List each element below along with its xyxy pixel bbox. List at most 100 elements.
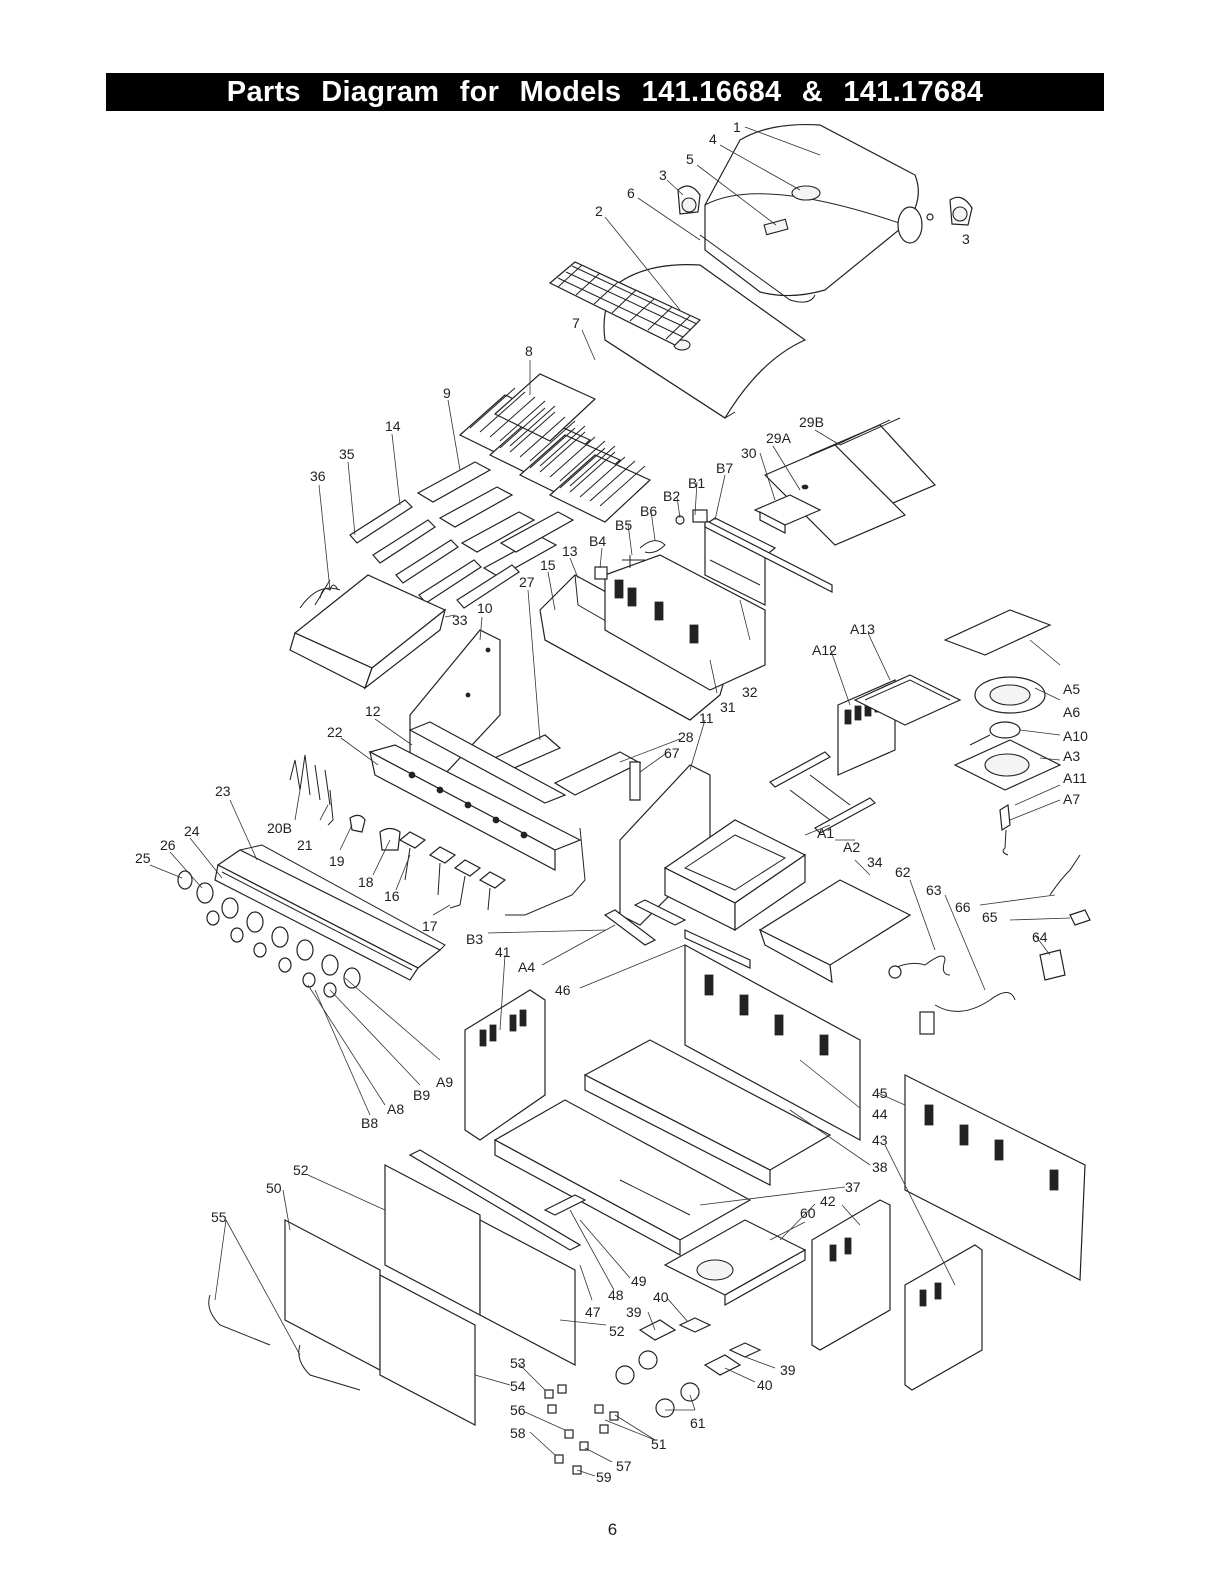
tube-burners <box>349 499 520 609</box>
bottom-panel-37 <box>493 1099 752 1257</box>
callout: 49 <box>631 1273 647 1289</box>
back-panel-45 <box>904 1074 1086 1281</box>
callout: 8 <box>525 343 533 359</box>
gas-valve-64 <box>1039 949 1066 981</box>
rear-panel <box>604 554 766 691</box>
crossover-tube <box>505 827 586 916</box>
callout: 7 <box>572 315 580 331</box>
callout: 21 <box>297 837 313 853</box>
callout: 16 <box>384 888 400 904</box>
callout: 40 <box>653 1289 669 1305</box>
callout: 60 <box>800 1205 816 1221</box>
callout: B4 <box>589 533 606 549</box>
callout: 35 <box>339 446 355 462</box>
callout: B7 <box>716 460 733 476</box>
door-52-right <box>479 1219 576 1366</box>
callout: 55 <box>211 1209 227 1225</box>
callout: 23 <box>215 783 231 799</box>
heat-baffle-28 <box>553 751 642 796</box>
callout: B3 <box>466 931 483 947</box>
callout: 46 <box>555 982 571 998</box>
callout: 1 <box>733 119 741 135</box>
callout: 65 <box>982 909 998 925</box>
gas-hose-63 <box>919 992 1016 1035</box>
callout: 22 <box>327 724 343 740</box>
callout: 67 <box>664 745 680 761</box>
callout: 57 <box>616 1458 632 1474</box>
callout: 6 <box>627 185 635 201</box>
callout-labels: 1 2 3 3 4 5 6 7 8 9 10 11 12 13 14 15 16… <box>135 119 1088 1485</box>
grease-cup-30 <box>753 494 822 534</box>
callout: 64 <box>1032 929 1048 945</box>
cooking-grates <box>458 373 652 523</box>
callout: 33 <box>452 612 468 628</box>
manifold-valves <box>398 831 507 911</box>
callout: 50 <box>266 1180 282 1196</box>
callout: 12 <box>365 703 381 719</box>
callout: 63 <box>926 882 942 898</box>
callout: 28 <box>678 729 694 745</box>
callout: 24 <box>184 823 200 839</box>
side-frame-42 <box>811 1199 891 1351</box>
callout: A7 <box>1063 791 1080 807</box>
callout: 39 <box>780 1362 796 1378</box>
callout: 27 <box>519 574 535 590</box>
rail-A4 <box>603 909 657 946</box>
callout: A10 <box>1063 728 1088 744</box>
callout: 47 <box>585 1304 601 1320</box>
callout: 61 <box>690 1415 706 1431</box>
manifold-pipe <box>408 721 567 804</box>
callout: 53 <box>510 1355 526 1371</box>
callout: A11 <box>1063 770 1087 786</box>
regulator-hose-62 <box>888 955 951 979</box>
callout: 11 <box>699 710 714 726</box>
side-burner-tray <box>953 739 1062 791</box>
rear-burner-rod <box>704 519 833 593</box>
callout: 4 <box>709 131 717 147</box>
lid-outer <box>699 124 923 303</box>
callout: A1 <box>817 825 834 841</box>
callout: A12 <box>812 642 837 658</box>
callout: 56 <box>510 1402 526 1418</box>
knob-handle-end-right <box>926 196 973 226</box>
side-burner-housing <box>289 574 447 690</box>
callout: 17 <box>422 918 438 934</box>
callout: 26 <box>160 837 176 853</box>
callout: 45 <box>872 1085 888 1101</box>
callout: 25 <box>135 850 151 866</box>
callout: 58 <box>510 1425 526 1441</box>
knob-handle-end-left <box>677 185 701 215</box>
side-burner-small-parts <box>999 803 1011 856</box>
side-shelf-tray <box>853 674 962 726</box>
callout: A2 <box>843 839 860 855</box>
leader-lines <box>149 126 1071 1477</box>
callout: 19 <box>329 853 345 869</box>
callout: 48 <box>608 1287 624 1303</box>
callout: 59 <box>596 1469 612 1485</box>
callout: 38 <box>872 1159 888 1175</box>
manifold-front <box>368 744 582 871</box>
callout: 54 <box>510 1378 526 1394</box>
callout: 51 <box>651 1436 667 1452</box>
side-burner-grate <box>974 676 1046 714</box>
callout: A8 <box>387 1101 404 1117</box>
callout: 52 <box>293 1162 309 1178</box>
side-burner <box>969 721 1021 746</box>
callout: 44 <box>872 1106 888 1122</box>
side-shelf-body <box>758 879 912 984</box>
front-rail-47 <box>408 1149 582 1251</box>
small-hardware <box>544 1384 619 1475</box>
callout: A13 <box>850 621 875 637</box>
callout: B6 <box>640 503 657 519</box>
heat-tents <box>416 461 575 578</box>
casters-61 <box>615 1350 700 1418</box>
callout: B2 <box>663 488 680 504</box>
side-burner-box <box>663 819 807 932</box>
callout: 36 <box>310 468 326 484</box>
side-frame-43 <box>904 1244 983 1391</box>
hinges-brackets <box>543 1194 762 1376</box>
callout: 41 <box>495 944 511 960</box>
callout: 42 <box>820 1193 836 1209</box>
callout: 29A <box>766 430 792 446</box>
title-bar: Parts Diagram for Models 141.16684 & 141… <box>106 73 1104 111</box>
